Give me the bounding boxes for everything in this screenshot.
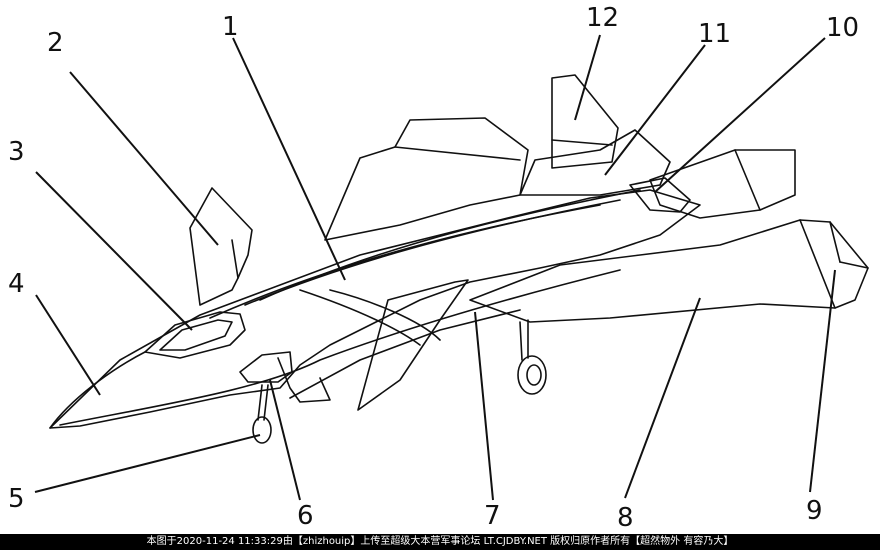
callout-11: 11 <box>698 19 731 49</box>
nose-gear-wheel <box>252 416 272 444</box>
tail-boom <box>519 129 671 196</box>
callout-8: 8 <box>617 503 634 533</box>
callout-10: 10 <box>826 13 859 43</box>
ventral-canard <box>357 279 469 411</box>
main-wing-left <box>324 117 529 241</box>
callout-1: 1 <box>222 12 239 42</box>
exhaust-nozzle <box>629 177 691 213</box>
callout-12: 12 <box>586 3 619 33</box>
cockpit-canopy <box>144 311 246 359</box>
callout-5: 5 <box>8 484 25 514</box>
nose-cone <box>49 351 146 429</box>
callout-3: 3 <box>8 137 25 167</box>
main-wing-right <box>469 219 869 323</box>
callout-4: 4 <box>8 269 25 299</box>
callout-6: 6 <box>297 501 314 531</box>
callout-9: 9 <box>806 496 823 526</box>
horizontal-stabilizer <box>649 149 796 219</box>
fuselage <box>49 189 701 429</box>
callout-2: 2 <box>47 28 64 58</box>
main-gear-wheel <box>517 355 547 395</box>
watermark-footer: 本图于2020-11-24 11:33:29由【zhizhouip】上传至超级大… <box>0 534 880 550</box>
callout-7: 7 <box>484 501 501 531</box>
nose-gear-strut <box>257 384 263 421</box>
leader-lines <box>34 34 836 501</box>
air-intake <box>239 351 293 383</box>
vertical-tail-fin-left <box>551 74 619 169</box>
main-gear-strut <box>519 321 523 361</box>
vertical-tail-fin-front <box>189 187 253 306</box>
